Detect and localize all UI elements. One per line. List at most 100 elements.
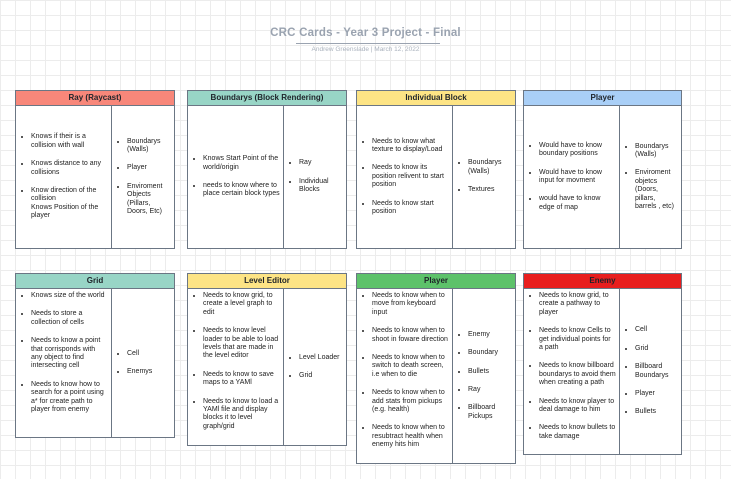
collaborators-list: Boundarys (Walls) Player Enviroment Obje… [112,138,174,217]
collaborator-item: Boundarys (Walls) [127,138,171,155]
responsibility-item: Needs to know grid, to create a pathway … [539,292,616,317]
responsibilities-column: Needs to know grid, to create a level gr… [188,289,283,445]
crc-card-player-bottom[interactable]: Player Needs to know when to move from k… [356,273,516,464]
collaborator-item: Player [127,164,171,172]
responsibility-item: Needs to know when to add stats from pic… [372,389,449,414]
responsibility-item: Knows if their is a collision with wall [31,133,108,150]
responsibility-item: Needs to know grid, to create a level gr… [203,292,280,317]
responsibility-item: Needs to know a point that corrisponds w… [31,337,108,371]
responsibilities-list: Knows Start Point of the world/origin ne… [188,155,283,199]
responsibility-item: Needs to store a collection of cells [31,310,108,327]
collaborator-item: Bullets [635,408,678,416]
crc-card-enemy[interactable]: Enemy Needs to know grid, to create a pa… [523,273,682,455]
responsibility-item: Needs to know billboard boundarys to avo… [539,362,616,387]
responsibility-item: Needs to know to save maps to a YAMl [203,371,280,388]
responsibilities-column: Knows Start Point of the world/origin ne… [188,106,283,248]
collaborators-list: Boundarys (Walls) Enviroment objetcs (Do… [620,143,681,212]
responsibility-item: Needs to know what texture to display/Lo… [372,138,449,155]
collaborators-list: Enemy Boundary Bullets Ray Billboard Pic… [453,331,515,421]
responsibilities-list: Needs to know when to move from keyboard… [357,292,452,450]
collaborator-item: Billboard Boundarys [635,363,678,380]
responsibilities-list: Knows if their is a collision with wall … [16,133,111,220]
responsibilities-column: Knows if their is a collision with wall … [16,106,111,248]
collaborator-item: Enviroment Objects (Pillars, Doors, Etc) [127,183,171,217]
crc-card-individual-block[interactable]: Individual Block Needs to know what text… [356,90,516,249]
collaborators-column: Boundarys (Walls) Textures [452,106,515,248]
collaborator-item: Enemys [127,368,171,376]
crc-card-boundarys[interactable]: Boundarys (Block Rendering) Knows Start … [187,90,347,249]
responsibilities-list: Needs to know what texture to display/Lo… [357,138,452,217]
collaborator-item: Ray [299,159,343,167]
responsibilities-list: Needs to know grid, to create a level gr… [188,292,283,431]
crc-card-ray[interactable]: Ray (Raycast) Knows if their is a collis… [15,90,175,249]
collaborator-item: Player [635,390,678,398]
collaborator-item: Boundarys (Walls) [635,143,678,160]
crc-card-player-top[interactable]: Player Would have to know boundary posit… [523,90,682,249]
collaborators-column: Cell Enemys [111,289,174,437]
responsibilities-column: Needs to know when to move from keyboard… [357,289,452,463]
collaborator-item: Billboard Pickups [468,404,512,421]
responsibility-item: would have to know edge of map [539,195,616,212]
responsibility-item: Would have to know boundary positions [539,142,616,159]
responsibility-item: Needs to know when to switch to death sc… [372,354,449,379]
collaborator-item: Enemy [468,331,512,339]
responsibility-item: Needs to know Cells to get individual po… [539,327,616,352]
card-header: Ray (Raycast) [16,91,174,106]
responsibility-item: needs to know where to place certain blo… [203,182,280,199]
collaborators-column: Boundarys (Walls) Player Enviroment Obje… [111,106,174,248]
collaborators-list: Boundarys (Walls) Textures [453,159,515,194]
collaborator-item: Individual Blocks [299,178,343,195]
responsibilities-column: Would have to know boundary positions Wo… [524,106,619,248]
collaborators-list: Cell Enemys [112,350,174,377]
collaborators-list: Ray Individual Blocks [284,159,346,194]
card-header: Player [524,91,681,106]
responsibilities-column: Knows size of the world Needs to store a… [16,289,111,437]
card-header: Level Editor [188,274,346,289]
responsibilities-column: Needs to know grid, to create a pathway … [524,289,619,454]
responsibilities-column: Needs to know what texture to display/Lo… [357,106,452,248]
collaborator-item: Textures [468,186,512,194]
crc-card-grid[interactable]: Grid Knows size of the world Needs to st… [15,273,175,438]
responsibility-continuation: Knows Position of the player [31,203,99,220]
collaborators-column: Level Loader Grid [283,289,346,445]
collaborator-item: Bullets [468,368,512,376]
responsibility-item: Knows Start Point of the world/origin [203,155,280,172]
collaborator-item: Boundarys (Walls) [468,159,512,176]
responsibility-item: Needs to know to load a YAMl file and di… [203,398,280,432]
collaborator-item: Cell [635,326,678,334]
card-header: Grid [16,274,174,289]
responsibility-item: Needs to know when to move from keyboard… [372,292,449,317]
collaborators-column: Boundarys (Walls) Enviroment objetcs (Do… [619,106,681,248]
collaborator-item: Boundary [468,349,512,357]
collaborators-column: Enemy Boundary Bullets Ray Billboard Pic… [452,289,515,463]
collaborators-list: Cell Grid Billboard Boundarys Player Bul… [620,326,681,416]
responsibility-item: Needs to know player to deal damage to h… [539,398,616,415]
collaborators-column: Cell Grid Billboard Boundarys Player Bul… [619,289,681,454]
collaborators-column: Ray Individual Blocks [283,106,346,248]
card-header: Player [357,274,515,289]
collaborator-item: Grid [299,372,343,380]
collaborator-item: Ray [468,386,512,394]
responsibility-item: Needs to know when to shoot in foware di… [372,327,449,344]
responsibilities-list: Needs to know grid, to create a pathway … [524,292,619,441]
collaborators-list: Level Loader Grid [284,354,346,381]
responsibilities-list: Knows size of the world Needs to store a… [16,292,111,414]
responsibility-item: Knows distance to any collisions [31,160,108,177]
responsibility-item: Needs to know when to resubtract health … [372,424,449,449]
collaborator-item: Level Loader [299,354,343,362]
card-header: Individual Block [357,91,515,106]
collaborator-item: Cell [127,350,171,358]
responsibility-item: Needs to know how to search for a point … [31,381,108,415]
responsibility-item: Needs to know bullets to take damage [539,424,616,441]
diagram-subtitle: Andrew Greenslade | March 12, 2022 [311,46,420,53]
responsibility-item: Would have to know input for movment [539,169,616,186]
responsibility-item: Knows size of the world [31,292,108,300]
responsibilities-list: Would have to know boundary positions Wo… [524,142,619,212]
crc-card-level-editor[interactable]: Level Editor Needs to know grid, to crea… [187,273,347,446]
collaborator-item: Enviroment objetcs (Doors, pillars, barr… [635,169,678,211]
card-header: Enemy [524,274,681,289]
collaborator-item: Grid [635,345,678,353]
title-underline [296,43,440,44]
responsibility-item: Needs to know start position [372,200,449,217]
